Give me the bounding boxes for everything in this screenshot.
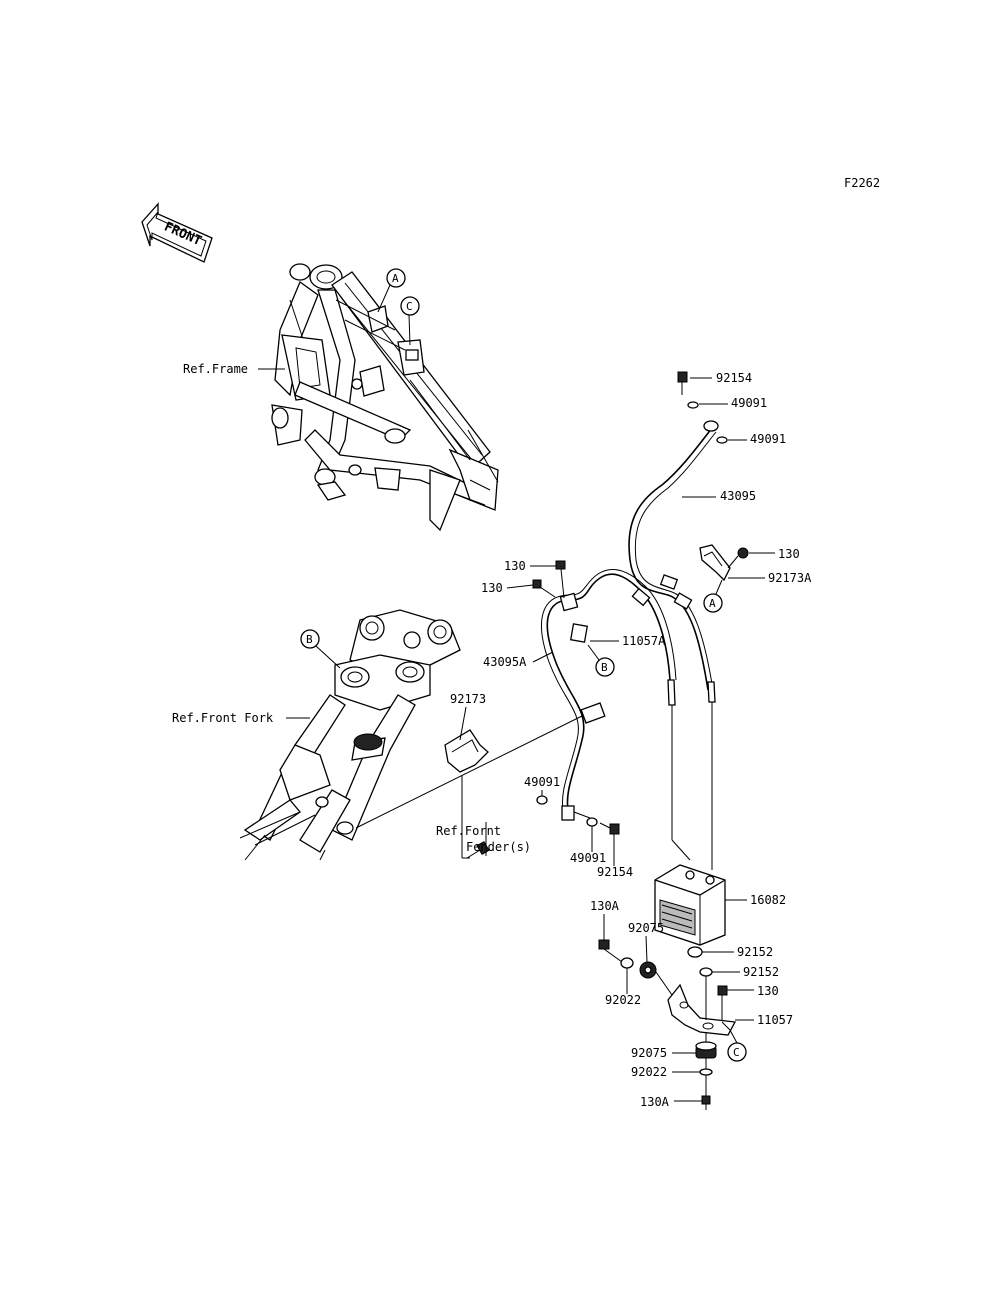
clip-92173 [444,729,490,859]
front-arrow-icon: FRONT [141,202,213,263]
part-43095: 43095 [720,489,756,503]
ref-fender-line2: Fender(s) [466,840,531,854]
abs-unit-16082 [654,720,726,946]
part-11057A: 11057A [622,634,666,648]
callout-b-hose-label: B [601,661,608,674]
part-92173: 92173 [450,692,486,706]
part-49091-left: 49091 [524,775,560,789]
frame-illustration [271,263,499,532]
brake-hose-43095A [355,560,677,835]
front-fork-illustration [239,609,461,861]
part-92173A: 92173A [768,571,812,585]
part-92075-top: 92075 [628,921,664,935]
part-92152-b: 92152 [743,965,779,979]
part-130-b: 130 [481,581,503,595]
part-92154-top: 92154 [716,371,752,385]
part-92022-bottom: 92022 [631,1065,667,1079]
part-130A-bottom: 130A [640,1095,670,1109]
part-16082: 16082 [750,893,786,907]
part-92152-a: 92152 [737,945,773,959]
figure-code: F2262 [844,176,880,190]
part-92154-bottom: 92154 [597,865,633,879]
ref-fender-line1: Ref.Fornt [436,824,501,838]
callout-b-fork [300,629,320,649]
part-11057: 11057 [757,1013,793,1027]
part-49091-bottom: 49091 [570,851,606,865]
callout-a-clamp-label: A [709,597,716,610]
callout-b-fork-label: B [306,633,313,646]
part-43095A: 43095A [483,655,527,669]
bracket-11057 [598,939,737,1110]
ref-front-fork-label: Ref.Front Fork [172,711,274,725]
callout-c-bracket-label: C [733,1046,740,1059]
callout-a-clamp [703,593,723,613]
brake-hose-43095 [628,371,728,720]
part-130-right: 130 [778,547,800,561]
callout-c-frame [400,296,420,316]
part-92075-bottom: 92075 [631,1046,667,1060]
ref-frame-label: Ref.Frame [183,362,248,376]
part-49091-top1: 49091 [731,396,767,410]
callout-a-frame-label: A [392,272,399,285]
part-130-a: 130 [504,559,526,573]
part-130-bracket: 130 [757,984,779,998]
part-92022-top: 92022 [605,993,641,1007]
clamp-92173A [699,544,749,582]
callout-c-frame-label: C [406,300,413,313]
part-130A-top: 130A [590,899,620,913]
callout-a-frame [386,268,406,288]
callout-b-hose [595,657,615,677]
part-49091-top2: 49091 [750,432,786,446]
